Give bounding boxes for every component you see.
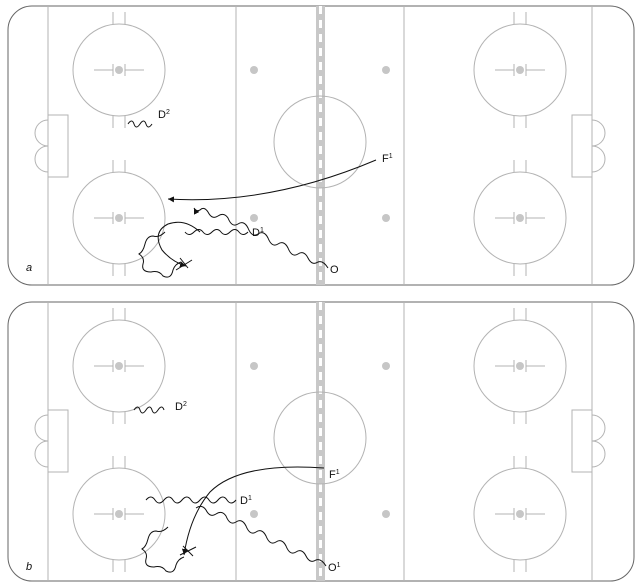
neutral-dot	[250, 362, 258, 370]
d2-skate-path	[127, 120, 153, 128]
faceoff-circle-bottom-left	[72, 160, 166, 276]
crease-right	[571, 409, 593, 473]
faceoff-circle-top-right	[473, 12, 567, 128]
label-f1-a: F1	[382, 153, 393, 165]
goal-net-right	[591, 119, 606, 173]
neutral-dot	[382, 362, 390, 370]
center-circle	[273, 95, 367, 189]
center-circle	[273, 391, 367, 485]
neutral-dot	[250, 510, 258, 518]
label-d2-b: D2	[175, 401, 187, 413]
label-d2-a: D2	[158, 109, 170, 121]
label-d1-b: D1	[240, 495, 252, 507]
neutral-dot	[382, 66, 390, 74]
center-line	[316, 302, 325, 581]
neutral-dot	[250, 66, 258, 74]
faceoff-circle-top-left	[72, 308, 166, 424]
o-skate-path	[193, 207, 329, 269]
puck-carry-wiggle	[141, 526, 185, 573]
faceoff-circle-top-right	[473, 308, 567, 424]
d1-skate-path	[145, 496, 237, 504]
center-line	[316, 6, 325, 285]
label-d1-a: D1	[252, 227, 264, 239]
label-o1-b: O1	[328, 562, 341, 574]
d2-skate-path	[133, 406, 165, 414]
crease-left	[47, 409, 69, 473]
loop-arrow	[157, 221, 201, 268]
o1-skate-path	[195, 505, 327, 567]
panel-b-rink: D2 F1 D1 O1 b	[7, 301, 635, 582]
goal-net-right	[591, 414, 606, 468]
faceoff-circle-top-left	[72, 12, 166, 128]
goal-net-left	[34, 414, 49, 468]
panel-label-a: a	[26, 262, 32, 274]
f1-skate-arrow	[181, 466, 325, 556]
faceoff-circle-bottom-right	[473, 160, 567, 276]
crease-right	[571, 114, 593, 178]
puck-carry-wiggle	[138, 231, 182, 278]
label-o-a: O	[330, 264, 339, 276]
panel-label-b: b	[26, 561, 32, 573]
goal-net-left	[34, 119, 49, 173]
neutral-dot	[382, 214, 390, 222]
crease-left	[47, 114, 69, 178]
faceoff-circle-bottom-left	[72, 456, 166, 572]
stop-marker	[179, 257, 189, 269]
faceoff-circle-bottom-right	[473, 456, 567, 572]
neutral-dot	[382, 510, 390, 518]
d1-skate-path	[184, 229, 249, 235]
neutral-dot	[250, 214, 258, 222]
label-f1-b: F1	[329, 469, 340, 481]
f1-pass-arrow	[167, 159, 377, 203]
panel-a-rink: D2 F1 D1 O a	[7, 5, 635, 286]
